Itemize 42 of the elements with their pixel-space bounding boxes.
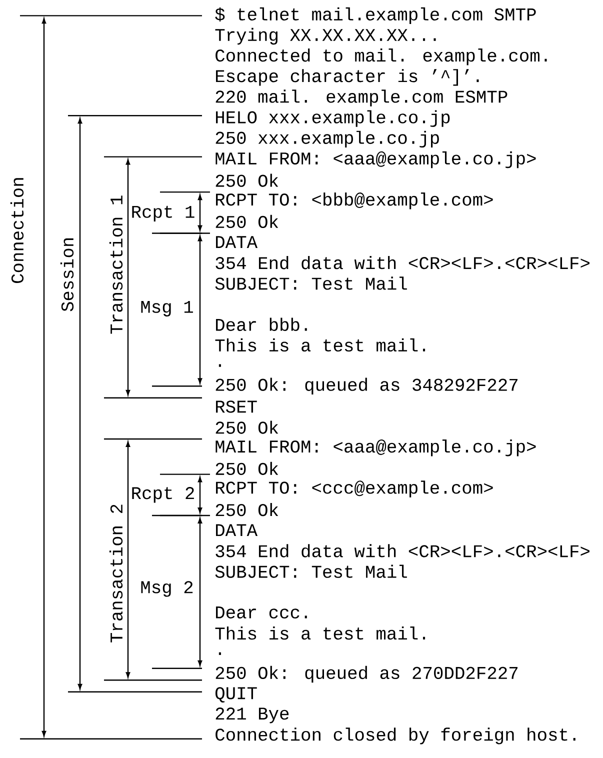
output-line: 354 End data with <CR><LF>.<CR><LF> — [216, 256, 590, 270]
output-line: 250 Ok — [216, 214, 278, 228]
output-line: Dear ccc. — [216, 606, 307, 618]
output-line: 250 Ok: queued as 270DD2F227 — [216, 666, 518, 683]
output-line: . — [218, 364, 221, 367]
output-line: Trying XX.XX.XX.XX... — [215, 28, 436, 45]
output-line: This is a test mail. — [215, 626, 426, 640]
output-line: RCPT TO: <bbb@example.com> — [216, 192, 493, 210]
output-line: DATA — [216, 236, 258, 248]
output-line: 250 xxx.example.co.jp — [216, 130, 439, 148]
output-line: Connected to mail. example.com. — [216, 48, 547, 66]
dimension-label: Msg 2 — [139, 580, 195, 598]
dimension-label: Session — [59, 236, 75, 313]
output-line: 250 Ok — [216, 462, 278, 475]
output-line: QUIT — [216, 687, 257, 702]
output-line: RSET — [216, 400, 257, 413]
output-line: 220 mail. example.com ESMTP — [216, 90, 508, 106]
output-line: 250 Ok: queued as 348292F227 — [216, 378, 518, 394]
output-line: 250 Ok — [216, 420, 278, 434]
output-line: 250 Ok — [216, 174, 278, 187]
output-line: SUBJECT: Test Mail — [215, 564, 407, 578]
output-line: This is a test mail. — [215, 338, 426, 352]
output-line: RCPT TO: <ccc@example.com> — [216, 480, 493, 498]
output-line: HELO xxx.example.co.jp — [216, 110, 450, 127]
output-line: MAIL FROM: <aaa@example.co.jp> — [216, 151, 536, 168]
dimension-label: Rcpt 1 — [130, 204, 196, 222]
output-line: Escape character is ’^]’. — [216, 69, 479, 86]
output-line: $ telnet mail.example.com SMTP — [215, 7, 536, 24]
output-line: Connection closed by foreign host. — [216, 728, 576, 744]
output-line: . — [218, 652, 221, 655]
dimension-label: Rcpt 2 — [130, 486, 196, 504]
dimension-label: Transaction 2 — [108, 502, 124, 644]
dimension-label: Msg 1 — [139, 300, 195, 318]
dimension-label: Connection — [9, 176, 25, 285]
output-line: 354 End data with <CR><LF>.<CR><LF> — [216, 544, 590, 558]
output-line: DATA — [216, 524, 258, 536]
output-line: Dear bbb. — [216, 318, 307, 331]
output-line: 221 Bye — [216, 708, 289, 724]
output-line: SUBJECT: Test Mail — [215, 276, 407, 290]
output-line: MAIL FROM: <aaa@example.co.jp> — [216, 440, 536, 456]
output-line: 250 Ok — [216, 503, 278, 516]
dimension-label: Transaction 1 — [108, 194, 124, 336]
